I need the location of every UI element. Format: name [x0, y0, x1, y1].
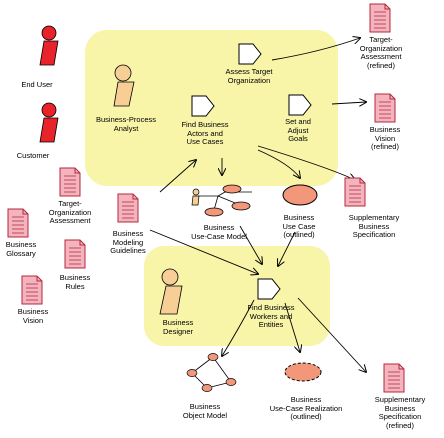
label-supplementary-spec-refined: Supplementary Business Specification (re…	[374, 395, 426, 430]
label-customer: Customer	[16, 151, 50, 160]
label-use-case-model: Business Use-Case Model	[191, 223, 247, 241]
doc-target-assessment-icon	[59, 167, 81, 197]
actor-business-designer	[159, 268, 183, 315]
label-supplementary-spec: Supplementary Business Specification	[348, 213, 400, 239]
actor-end-user	[39, 25, 59, 66]
label-target-assessment: Target- Organization Assessment	[48, 199, 92, 225]
label-rules: Business Rules	[59, 273, 91, 291]
label-process-analyst: Business-Process Analyst	[95, 115, 157, 133]
actor-process-analyst	[113, 64, 135, 107]
doc-supplementary-spec-icon	[344, 177, 366, 207]
doc-glossary-icon	[7, 208, 29, 238]
label-vision: Business Vision	[17, 307, 49, 325]
label-set-goals: Set and Adjust Goals	[285, 117, 311, 143]
label-glossary: Business Glossary	[5, 240, 37, 258]
label-realization-outlined: Business Use-Case Realization (outlined)	[269, 395, 343, 421]
flow-arrows	[149, 38, 366, 372]
label-business-designer: Business Designer	[162, 318, 194, 336]
label-find-workers: Find Business Workers and Entities	[247, 303, 295, 329]
label-end-user: End User	[21, 80, 53, 89]
use-case-model-icon	[191, 184, 252, 217]
label-object-model: Business Object Model	[182, 402, 228, 420]
label-find-actors: Find Business Actors and Use Cases	[181, 120, 229, 146]
label-use-case-outlined: Business Use Case (outlined)	[282, 213, 316, 239]
doc-modeling-guidelines-icon	[117, 193, 139, 223]
doc-vision-refined-icon	[374, 93, 396, 123]
doc-target-assessment-refined-icon	[369, 3, 391, 33]
label-modeling-guidelines: Business Modeling Guidelines	[110, 229, 146, 255]
use-case-outlined-icon	[282, 184, 318, 206]
doc-vision-icon	[21, 275, 43, 305]
object-model-icon	[186, 353, 237, 392]
label-target-assessment-refined: Target- Organization Assessment (refined…	[359, 35, 403, 70]
actor-customer	[39, 102, 59, 143]
doc-supplementary-spec-refined-icon	[383, 363, 405, 393]
label-assess-target: Assess Target Organization	[225, 67, 273, 85]
highlight-region-bottom	[144, 246, 330, 346]
label-vision-refined: Business Vision (refined)	[369, 125, 401, 151]
doc-rules-icon	[64, 239, 86, 269]
realization-outlined-icon	[284, 362, 322, 382]
